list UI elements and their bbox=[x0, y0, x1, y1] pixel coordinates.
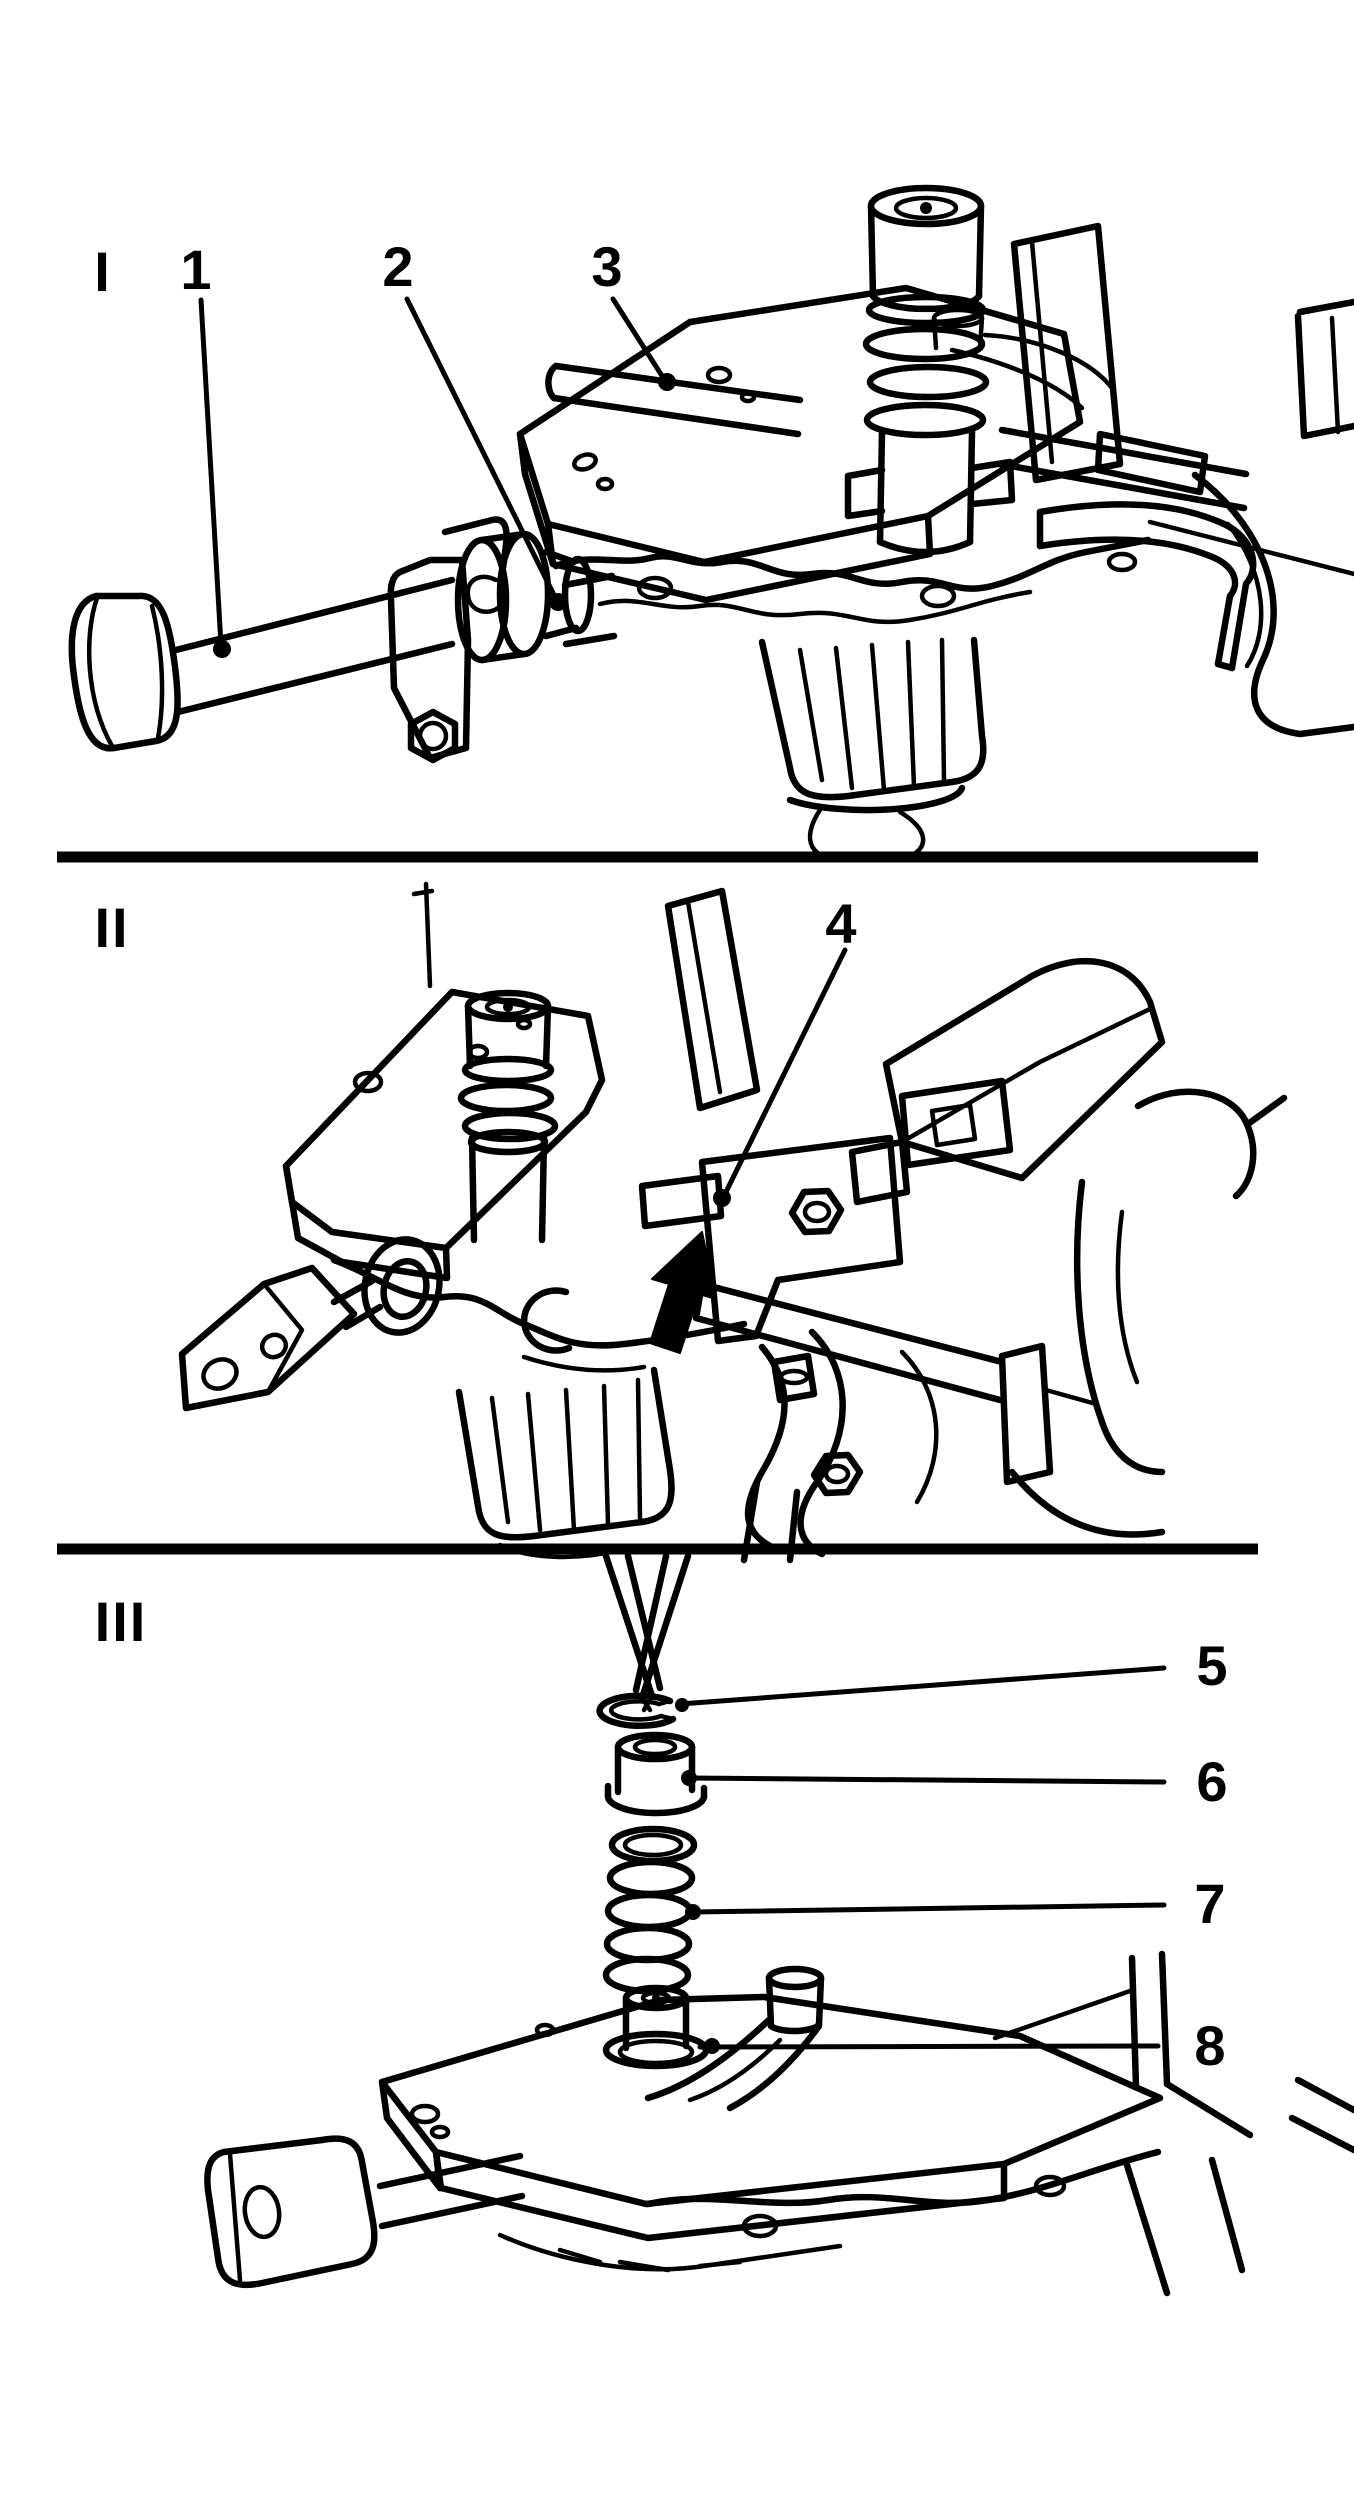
selector-housing bbox=[516, 284, 1152, 863]
callout-1-label: 1 bbox=[180, 238, 214, 301]
callout-7-leader bbox=[685, 1902, 1167, 1920]
coil-spring bbox=[602, 1825, 698, 1995]
callout-1-leader bbox=[198, 297, 231, 658]
callout-4-label: 4 bbox=[825, 892, 859, 955]
callout-7-label: 7 bbox=[1194, 1872, 1228, 1935]
callout-3-leader bbox=[610, 296, 676, 391]
panel-1-label: I bbox=[94, 240, 112, 303]
detent-plunger bbox=[844, 184, 1115, 556]
vise-frame bbox=[545, 222, 1354, 738]
selector-housing-3 bbox=[378, 1965, 1164, 2273]
callout-8-label: 8 bbox=[1194, 2014, 1228, 2077]
shift-rod bbox=[68, 572, 618, 752]
insertion-arrow-icon bbox=[649, 1231, 717, 1354]
panel-2-drawing bbox=[178, 881, 1288, 1564]
callout-6-label: 6 bbox=[1196, 1750, 1230, 1813]
callout-4-leader bbox=[713, 947, 848, 1207]
rod-clamp bbox=[387, 516, 595, 764]
panel-1-drawing bbox=[68, 184, 1354, 863]
callout-5-label: 5 bbox=[1196, 1634, 1230, 1697]
callout-3-label: 3 bbox=[591, 235, 625, 298]
shift-rod-3 bbox=[204, 2135, 526, 2289]
vise-back-plate bbox=[664, 887, 761, 1112]
callout-6-leader bbox=[681, 1770, 1167, 1786]
vise-body bbox=[692, 957, 1288, 1564]
panel-2-label: II bbox=[94, 896, 130, 959]
detent-plunger-2 bbox=[457, 989, 559, 1244]
bushing bbox=[604, 1731, 708, 1817]
vise-edge-3 bbox=[992, 1950, 1354, 2297]
shift-rod-2 bbox=[178, 1236, 443, 1412]
callout-2-label: 2 bbox=[382, 235, 416, 298]
snap-ring bbox=[596, 1692, 677, 1729]
snap-ring-pliers bbox=[602, 1552, 692, 1713]
panel-3-label: III bbox=[94, 1590, 148, 1653]
callout-2-leader bbox=[404, 296, 567, 611]
panel-3-drawing bbox=[204, 1552, 1354, 2297]
callout-8-leader bbox=[697, 2038, 1161, 2054]
callout-5-leader bbox=[675, 1665, 1167, 1712]
